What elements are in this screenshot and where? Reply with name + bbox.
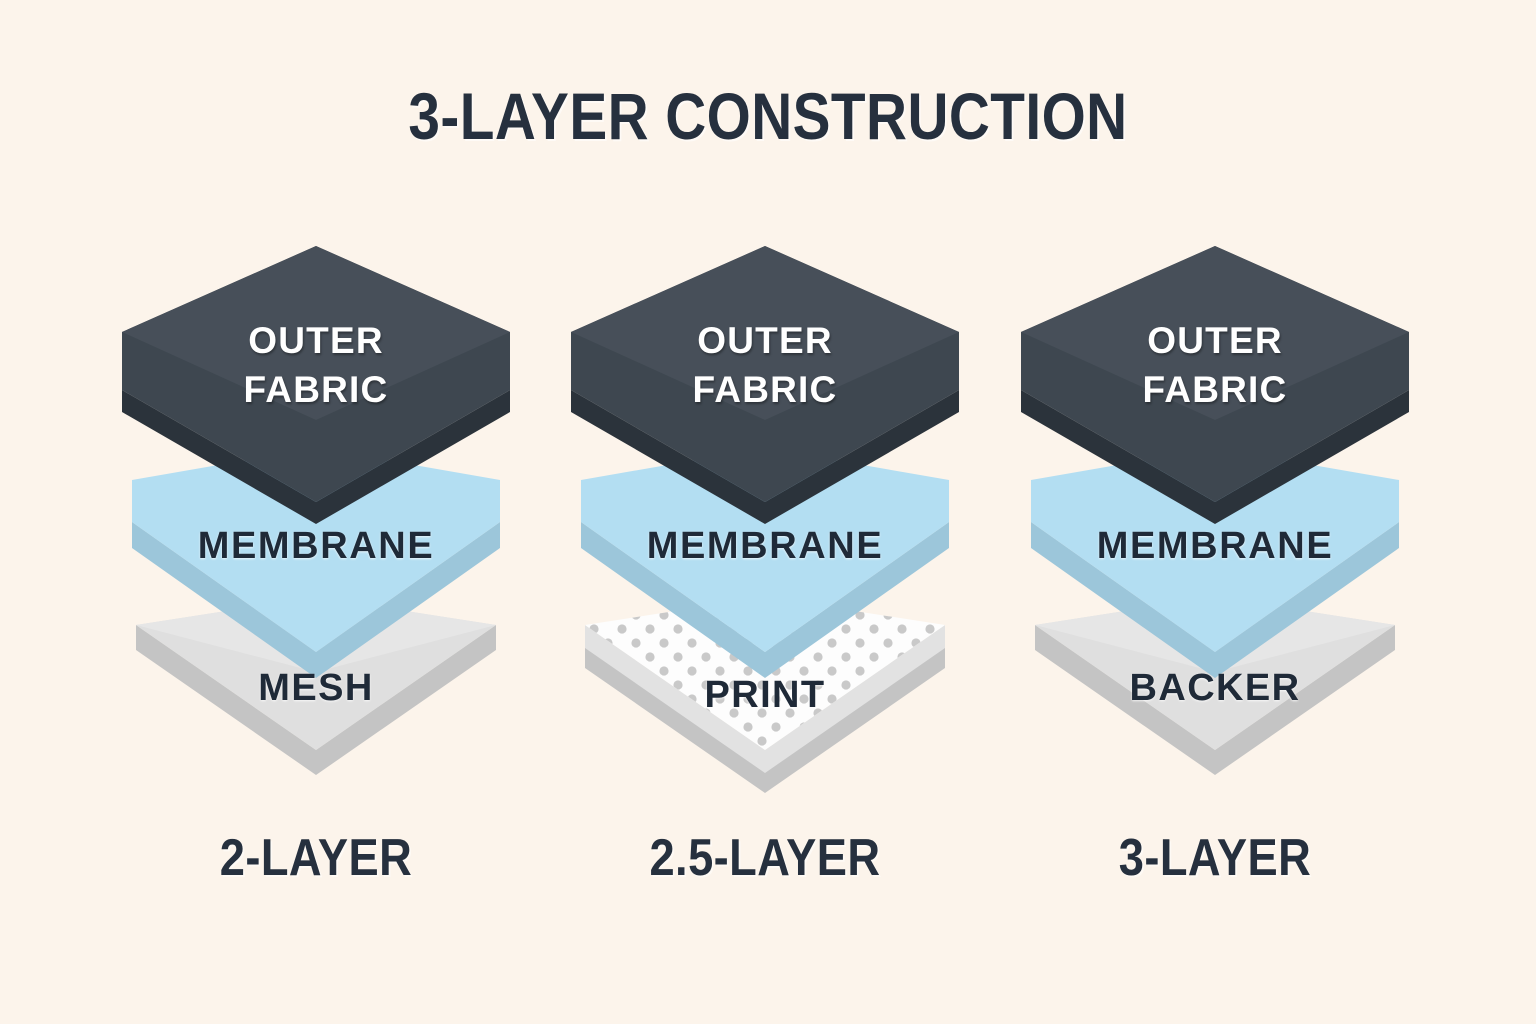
layer-shape-outer-fabric [122,246,510,524]
stack-label-two-layer: 2-LAYER [219,829,413,887]
stack-label-three-layer: 3-LAYER [1118,829,1312,887]
layer-shape-membrane [132,448,500,678]
stack-graphic-two-layer [122,246,510,775]
membrane-face [581,448,949,652]
print-side-edge-lower [585,642,945,793]
stack-graphic-three-layer [1021,246,1409,775]
stack-two-layer[interactable]: OUTER FABRIC MEMBRANE MESH 2-LAYER [106,0,526,1024]
backer-side-edge [1035,625,1395,775]
membrane-face [1031,448,1399,652]
layer-shape-outer-fabric [1021,246,1409,524]
membrane-side-edge [132,522,500,678]
page-title: 3-LAYER CONSTRUCTION [408,79,1128,153]
outer-fabric-face-highlight [122,246,510,420]
layer-shape-outer-fabric [571,246,959,524]
outer-fabric-face-highlight [1021,246,1409,420]
stack-label-two-point-five-layer: 2.5-LAYER [649,829,881,887]
stack-graphic-two-point-five-layer [571,246,959,793]
outer-fabric-face-highlight [571,246,959,420]
membrane-face [132,448,500,652]
stack-two-point-five-layer[interactable]: OUTER FABRIC MEMBRANE PRINT 2.5-LAYER [555,0,975,1024]
stack-three-layer[interactable]: OUTER FABRIC MEMBRANE BACKER 3-LAYER [1005,0,1425,1024]
mesh-side-edge [136,625,496,775]
